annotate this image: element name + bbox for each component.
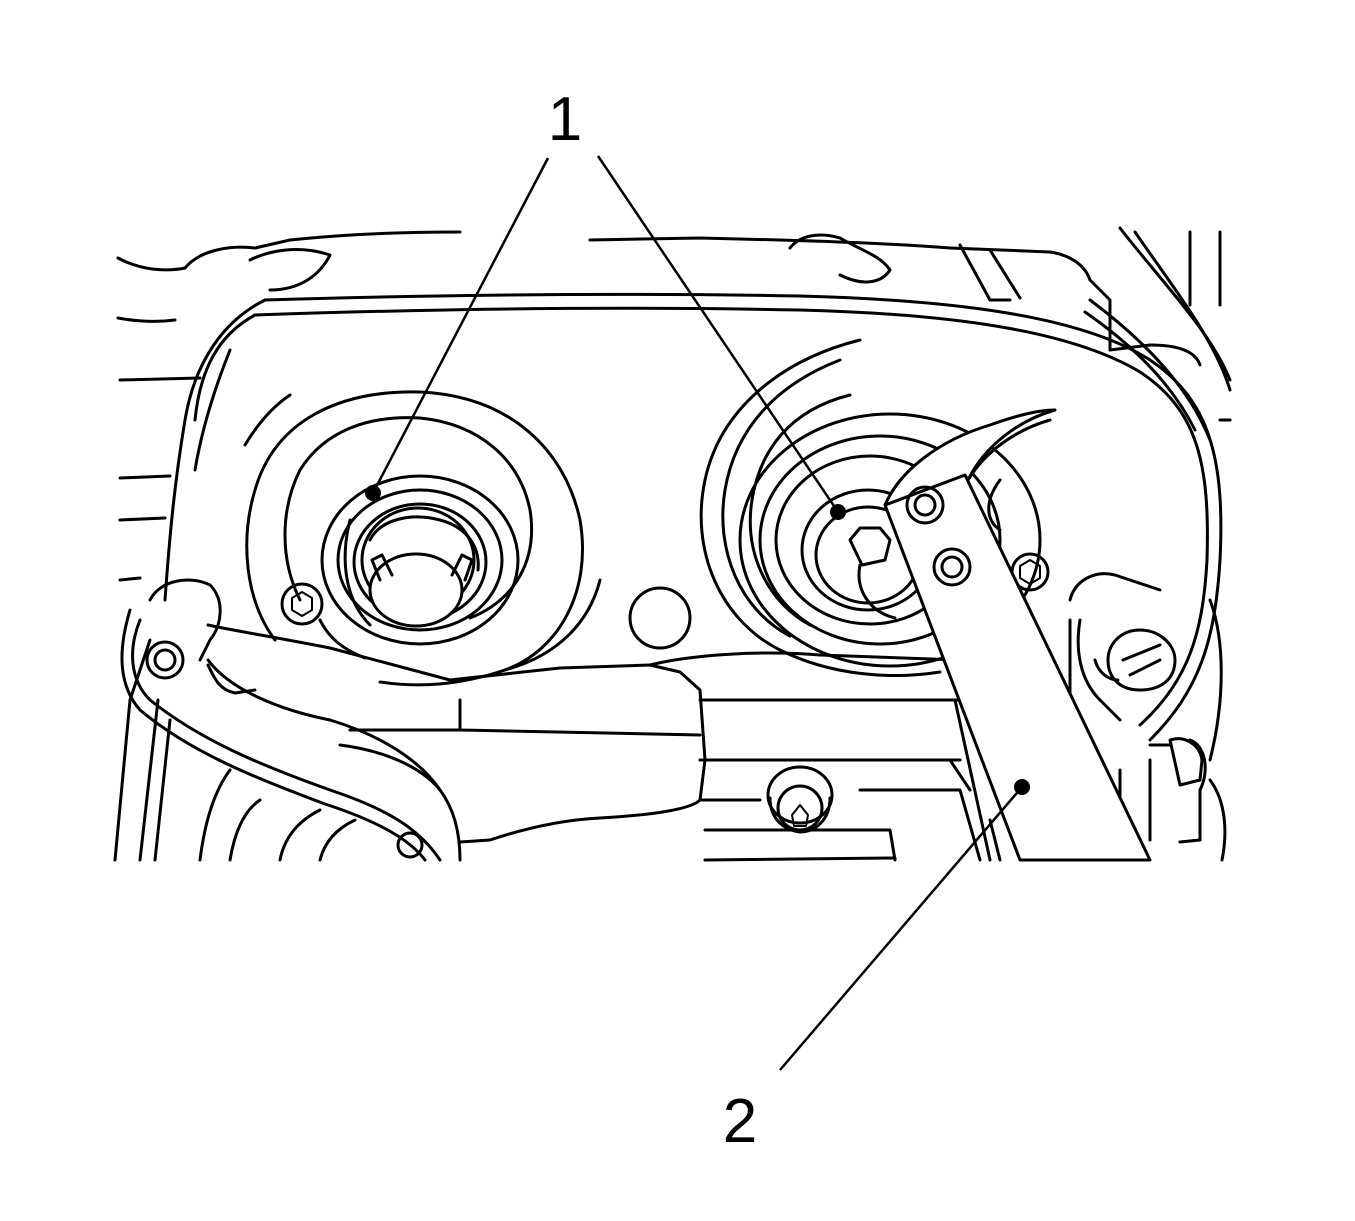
right-camshaft-sprocket [699,338,1050,677]
right-side-components [1068,572,1204,787]
callout-1-label: 1 [548,85,582,154]
callout-2-label: 2 [723,1087,757,1156]
callout-2-leader [779,786,1023,1071]
timing-belt-cover [163,292,1223,742]
left-camshaft-sprocket [243,390,602,687]
callout-1-anchor-right [830,504,846,520]
engine-surroundings [113,226,1232,862]
center-hole [628,586,692,650]
callout-1-leader-left [371,157,550,494]
holding-tool [883,408,1152,862]
callout-1-leader-right [596,155,840,513]
left-bracket [120,578,442,862]
callout-leaders [365,155,1030,1071]
lower-housing [206,623,962,862]
callout-2-anchor [1014,779,1030,795]
lower-bolt [766,765,834,834]
callout-1-anchor-left [365,485,381,501]
